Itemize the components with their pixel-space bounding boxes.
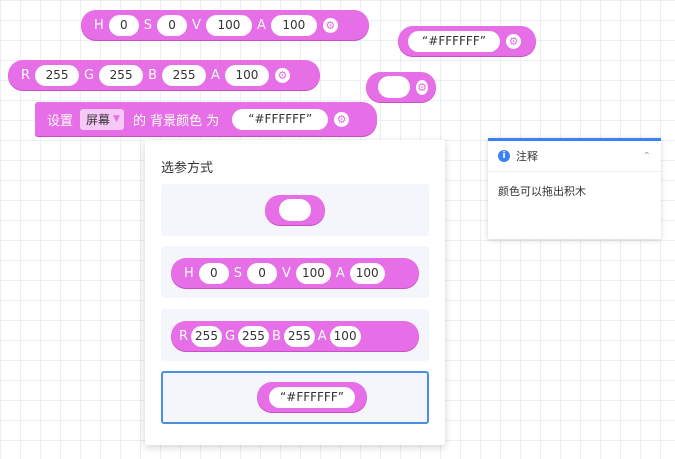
s-value: 0 <box>247 262 278 284</box>
hex-option-block[interactable]: “#FFFFFF” <box>257 382 367 412</box>
target-dropdown[interactable]: 屏幕 ▼ <box>80 108 124 130</box>
a-input[interactable]: 100 <box>224 64 269 86</box>
option-hex[interactable]: “#FFFFFF” <box>161 371 429 424</box>
r-label: R <box>179 328 189 344</box>
h-value: 0 <box>198 262 229 284</box>
gear-icon[interactable]: ⚙ <box>322 17 338 33</box>
hsv-option-block[interactable]: H 0 S 0 V 100 A 100 <box>171 258 419 288</box>
option-rgb[interactable]: R 255 G 255 B 255 A 100 <box>161 309 429 361</box>
background-color-label: 的 背景颜色 为 <box>132 113 220 129</box>
h-label: H <box>184 265 194 281</box>
rgb-color-block[interactable]: R 255 G 255 B 255 A 100 ⚙ <box>8 60 320 90</box>
b-label: B <box>271 328 281 344</box>
g-label: G <box>224 328 236 344</box>
hex-value: “#FFFFFF” <box>269 386 355 408</box>
a-label: A <box>211 67 220 83</box>
panel-title: 选参方式 <box>161 161 214 176</box>
s-label: S <box>143 17 153 33</box>
color-swatch <box>279 199 311 221</box>
color-swatch-block[interactable]: ⚙ <box>366 72 436 102</box>
r-input[interactable]: 255 <box>35 64 80 86</box>
h-input[interactable]: 0 <box>108 14 139 36</box>
comment-header[interactable]: i 注释 ⌃ <box>488 141 661 172</box>
b-label: B <box>148 67 158 83</box>
v-input[interactable]: 100 <box>205 14 252 36</box>
comment-card: i 注释 ⌃ 颜色可以拖出积木 <box>488 138 661 239</box>
a-value: 100 <box>329 325 361 347</box>
g-value: 255 <box>238 325 269 347</box>
g-label: G <box>84 67 95 83</box>
collapse-icon[interactable]: ⌃ <box>642 150 651 162</box>
a-label: A <box>335 265 345 281</box>
rgb-option-block[interactable]: R 255 G 255 B 255 A 100 <box>171 321 419 351</box>
g-input[interactable]: 255 <box>99 64 144 86</box>
chevron-down-icon: ▼ <box>113 114 120 124</box>
gear-icon[interactable]: ⚙ <box>416 79 428 95</box>
dropdown-value: 屏幕 <box>86 112 111 127</box>
v-label: V <box>282 265 291 281</box>
r-value: 255 <box>191 325 222 347</box>
option-hsv[interactable]: H 0 S 0 V 100 A 100 <box>161 246 429 298</box>
s-input[interactable]: 0 <box>157 14 188 36</box>
parameter-mode-panel: 选参方式 H 0 S 0 V 100 A 100 R 255 G 255 B 2… <box>145 140 445 445</box>
hsv-color-block[interactable]: H 0 S 0 V 100 A 100 ⚙ <box>81 10 369 40</box>
hex-color-block[interactable]: “#FFFFFF” ⚙ <box>398 26 536 56</box>
a-label: A <box>256 17 266 33</box>
a-value: 100 <box>349 262 385 284</box>
set-label: 设置 <box>47 113 74 129</box>
a-input[interactable]: 100 <box>270 14 317 36</box>
hex-input[interactable]: “#FFFFFF” <box>408 30 500 52</box>
comment-title: 注释 <box>516 150 538 163</box>
gear-icon[interactable]: ⚙ <box>506 33 521 49</box>
v-value: 100 <box>295 262 331 284</box>
comment-body: 颜色可以拖出积木 <box>498 185 586 198</box>
a-label: A <box>317 328 327 344</box>
swatch-option-block[interactable] <box>265 195 325 225</box>
option-swatch[interactable] <box>161 184 429 236</box>
gear-icon[interactable]: ⚙ <box>334 111 350 127</box>
b-input[interactable]: 255 <box>162 64 207 86</box>
gear-icon[interactable]: ⚙ <box>274 67 290 83</box>
s-label: S <box>233 265 243 281</box>
h-label: H <box>94 17 104 33</box>
set-background-color-block[interactable]: 设置 屏幕 ▼ 的 背景颜色 为 “#FFFFFF” ⚙ <box>35 102 377 136</box>
r-label: R <box>21 67 31 83</box>
v-label: V <box>192 17 201 33</box>
color-value-input[interactable]: “#FFFFFF” <box>232 108 329 130</box>
info-icon: i <box>498 150 510 162</box>
color-swatch[interactable] <box>378 76 410 98</box>
b-value: 255 <box>283 325 315 347</box>
